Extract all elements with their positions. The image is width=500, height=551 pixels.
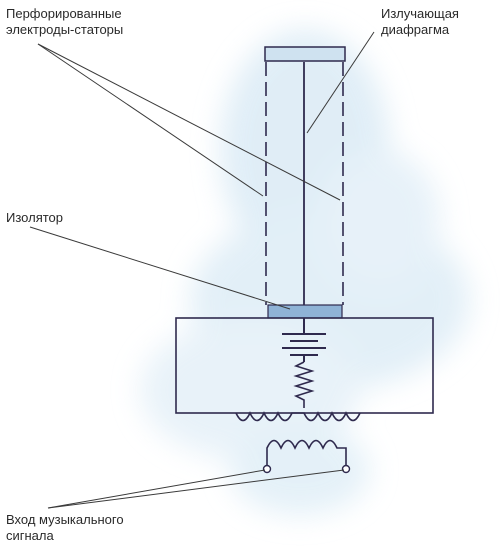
label-stators-line2: электроды-статоры (6, 22, 124, 37)
transformer-primary (266, 439, 347, 466)
label-diaphragm-line1: Излучающая (381, 6, 459, 21)
leader-insulator (29, 226, 291, 310)
label-diaphragm: Излучающая диафрагма (381, 6, 459, 38)
input-terminal-right (341, 464, 351, 474)
insulator-block (267, 304, 343, 319)
bias-supply-plates (282, 318, 326, 362)
label-input-line2: сигнала (6, 528, 54, 543)
label-insulator-line1: Изолятор (6, 210, 63, 225)
leader-input-right (47, 469, 345, 509)
leader-stator-left (37, 43, 264, 197)
label-stators: Перфорированные электроды-статоры (6, 6, 123, 38)
label-diaphragm-line2: диафрагма (381, 22, 450, 37)
label-input: Вход музыкального сигнала (6, 512, 124, 544)
label-stators-line1: Перфорированные (6, 6, 122, 21)
label-insulator: Изолятор (6, 210, 63, 226)
label-input-line1: Вход музыкального (6, 512, 124, 527)
top-cap (264, 46, 346, 62)
transformer-secondary (235, 411, 361, 422)
leader-diaphragm (306, 31, 375, 134)
leader-stator-right (37, 43, 341, 201)
input-terminal-left (262, 464, 272, 474)
resistor-zigzag (293, 361, 315, 408)
leader-lines (29, 31, 375, 509)
leader-input-left (47, 469, 266, 509)
